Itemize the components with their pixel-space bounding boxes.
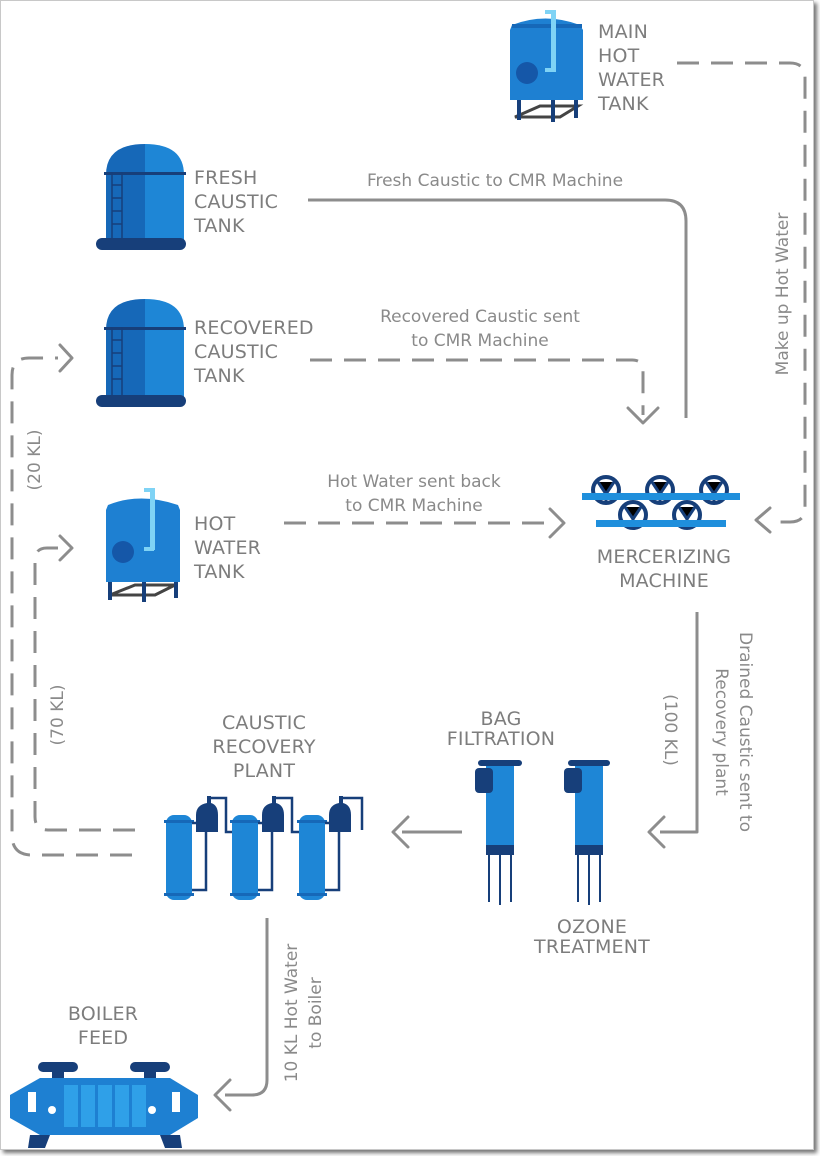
hot-water-return-line xyxy=(33,546,135,832)
left-arrow-icon xyxy=(754,506,772,534)
svg-text:OZONE: OZONE xyxy=(557,916,627,938)
drained-caustic-label-line1: Drained Caustic sent to xyxy=(735,632,755,832)
main-hot-water-tank-icon xyxy=(510,10,584,122)
svg-text:HOT: HOT xyxy=(194,513,236,535)
svg-text:CAUSTIC: CAUSTIC xyxy=(194,341,278,363)
recovered-caustic-label-line1: Recovered Caustic sent xyxy=(380,307,580,327)
svg-text:MERCERIZING: MERCERIZING xyxy=(597,546,732,568)
svg-text:MAIN: MAIN xyxy=(598,21,648,43)
left-arrow-icon xyxy=(213,1078,232,1112)
make-up-hot-water-line xyxy=(677,61,807,524)
ozone-treatment-label: OZONE TREATMENT xyxy=(533,916,650,958)
recovered-caustic-line xyxy=(310,358,645,415)
hot-water-tank-icon xyxy=(106,488,180,602)
svg-text:FEED: FEED xyxy=(78,1027,128,1049)
down-arrow-icon xyxy=(626,406,660,425)
fresh-caustic-label: Fresh Caustic to CMR Machine xyxy=(367,171,623,191)
recovered-volume-label: (20 KL) xyxy=(25,430,45,491)
fresh-caustic-tank-label: FRESH CAUSTIC TANK xyxy=(193,167,278,237)
right-arrow-icon xyxy=(58,534,74,562)
right-arrow-icon xyxy=(58,343,74,373)
svg-text:TANK: TANK xyxy=(193,561,245,583)
recovered-caustic-return-line xyxy=(10,356,132,857)
svg-text:RECOVERED: RECOVERED xyxy=(194,317,314,339)
recovered-caustic-tank-label: RECOVERED CAUSTIC TANK xyxy=(193,317,314,387)
fresh-caustic-line xyxy=(308,198,688,418)
mercerizing-machine-icon xyxy=(582,475,740,530)
svg-text:HOT: HOT xyxy=(598,45,640,67)
drained-volume-label: (100 KL) xyxy=(660,694,680,766)
boiler-feed-icon xyxy=(10,1062,198,1148)
svg-text:CAUSTIC: CAUSTIC xyxy=(222,712,306,734)
right-arrow-icon xyxy=(548,507,566,539)
boiler-hot-water-label-line2: to Boiler xyxy=(306,977,326,1048)
svg-text:MACHINE: MACHINE xyxy=(619,570,709,592)
make-up-hot-water-label: Make up Hot Water xyxy=(773,213,793,376)
ozone-treatment-unit-icon xyxy=(564,760,610,905)
drained-caustic-line xyxy=(660,612,699,834)
svg-text:RECOVERY: RECOVERY xyxy=(212,736,315,758)
boiler-hot-water-label-line1: 10 KL Hot Water xyxy=(282,944,302,1083)
fresh-caustic-tank-icon xyxy=(96,144,186,250)
recovered-caustic-tank-icon xyxy=(96,299,186,407)
svg-text:WATER: WATER xyxy=(598,69,665,91)
svg-text:TANK: TANK xyxy=(193,215,245,237)
main-hot-water-tank-label: MAIN HOT WATER TANK xyxy=(597,21,665,115)
svg-text:FRESH: FRESH xyxy=(194,167,257,189)
hot-water-tank-label: HOT WATER TANK xyxy=(193,513,261,583)
caustic-recovery-plant-label: CAUSTIC RECOVERY PLANT xyxy=(212,712,315,782)
svg-text:PLANT: PLANT xyxy=(233,760,295,782)
svg-text:BAG: BAG xyxy=(480,708,521,730)
svg-text:TANK: TANK xyxy=(193,365,245,387)
mercerizing-machine-label: MERCERIZING MACHINE xyxy=(597,546,732,592)
left-arrow-icon xyxy=(647,815,666,849)
svg-text:BOILER: BOILER xyxy=(68,1003,138,1025)
hot-water-back-label-line2: to CMR Machine xyxy=(345,496,482,516)
svg-text:FILTRATION: FILTRATION xyxy=(447,728,555,750)
plant-to-boiler-line xyxy=(225,918,269,1097)
svg-text:CAUSTIC: CAUSTIC xyxy=(194,191,278,213)
bag-filtration-label: BAG FILTRATION xyxy=(447,708,555,750)
hot-water-volume-label: (70 KL) xyxy=(48,685,68,746)
svg-text:WATER: WATER xyxy=(194,537,261,559)
recovered-caustic-label-line2: to CMR Machine xyxy=(411,331,548,351)
caustic-recovery-plant-icon xyxy=(164,796,364,900)
svg-text:TANK: TANK xyxy=(597,93,649,115)
drained-caustic-label-line2: Recovery plant xyxy=(711,668,731,796)
hot-water-back-label-line1: Hot Water sent back xyxy=(327,472,501,492)
left-arrow-icon xyxy=(391,815,410,849)
boiler-feed-label: BOILER FEED xyxy=(68,1003,138,1049)
bag-filtration-unit-icon xyxy=(475,760,522,905)
svg-text:TREATMENT: TREATMENT xyxy=(533,936,650,958)
